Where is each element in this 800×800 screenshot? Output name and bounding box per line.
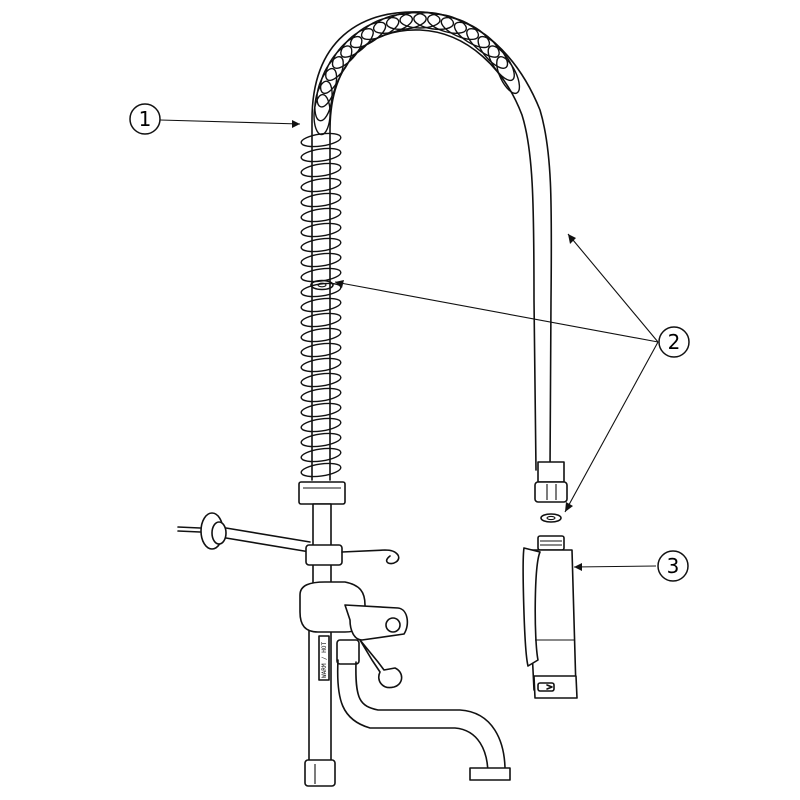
riser-column bbox=[298, 481, 346, 787]
callout-1-label: 1 bbox=[139, 107, 152, 131]
spring-loop bbox=[316, 67, 338, 108]
spring-loop bbox=[399, 11, 441, 29]
spring-loop bbox=[300, 417, 342, 433]
spring-loop bbox=[360, 16, 400, 41]
spring-loop bbox=[372, 13, 414, 34]
callout-1: 1 bbox=[129, 103, 161, 135]
spring-loop bbox=[300, 297, 342, 313]
wall-bracket bbox=[177, 512, 400, 566]
spring-loop bbox=[300, 462, 342, 478]
spring-loop bbox=[300, 237, 342, 253]
spring-loop bbox=[331, 35, 363, 69]
spring-loop bbox=[300, 402, 342, 418]
callout-2-label: 2 bbox=[668, 330, 681, 354]
valve-body bbox=[299, 581, 409, 689]
spring-loop bbox=[300, 222, 342, 238]
spring-loop bbox=[487, 45, 515, 82]
spring-loop bbox=[300, 282, 342, 298]
spring-loop bbox=[453, 21, 491, 49]
spring-loop bbox=[300, 192, 342, 208]
leader-lines bbox=[159, 119, 659, 571]
spring-loop bbox=[496, 56, 521, 95]
svg-text:WARM / HOT: WARM / HOT bbox=[321, 641, 328, 678]
swivel-spout bbox=[336, 659, 511, 781]
spring-loop bbox=[300, 432, 342, 448]
spring-loop bbox=[413, 11, 455, 31]
spring-loop bbox=[426, 13, 468, 34]
spring-loop bbox=[319, 56, 344, 95]
spring-loop bbox=[313, 93, 331, 136]
label-plate: WARM / HOT bbox=[318, 635, 330, 681]
spring-loop bbox=[314, 80, 333, 122]
spring-loop bbox=[340, 27, 374, 58]
callout-3: 3 bbox=[657, 550, 689, 582]
spring-loop bbox=[300, 327, 342, 343]
spring-loop bbox=[349, 21, 387, 49]
spring-loop bbox=[466, 27, 500, 58]
spring-loop bbox=[300, 447, 342, 463]
spring-loop bbox=[300, 342, 342, 358]
spring-loop bbox=[300, 357, 342, 373]
spring-loop bbox=[300, 162, 342, 178]
spring-loop bbox=[300, 252, 342, 268]
spring-coil bbox=[300, 11, 521, 478]
spring-loop bbox=[300, 387, 342, 403]
spring-loop bbox=[477, 35, 509, 69]
spring-loop bbox=[325, 45, 353, 82]
spring-loop bbox=[300, 312, 342, 328]
spring-loop bbox=[300, 372, 342, 388]
callout-3-label: 3 bbox=[667, 554, 680, 578]
spring-loop bbox=[300, 207, 342, 223]
hose-end-nut bbox=[534, 461, 568, 503]
washer-lower bbox=[540, 513, 562, 523]
spring-loop bbox=[385, 11, 427, 31]
spring-loop bbox=[300, 177, 342, 193]
flexible-hose bbox=[311, 11, 553, 481]
spring-loop bbox=[300, 147, 342, 163]
spray-valve bbox=[522, 535, 578, 699]
callout-2: 2 bbox=[658, 326, 690, 358]
washer-upper bbox=[310, 279, 334, 291]
spring-loop bbox=[440, 16, 480, 41]
